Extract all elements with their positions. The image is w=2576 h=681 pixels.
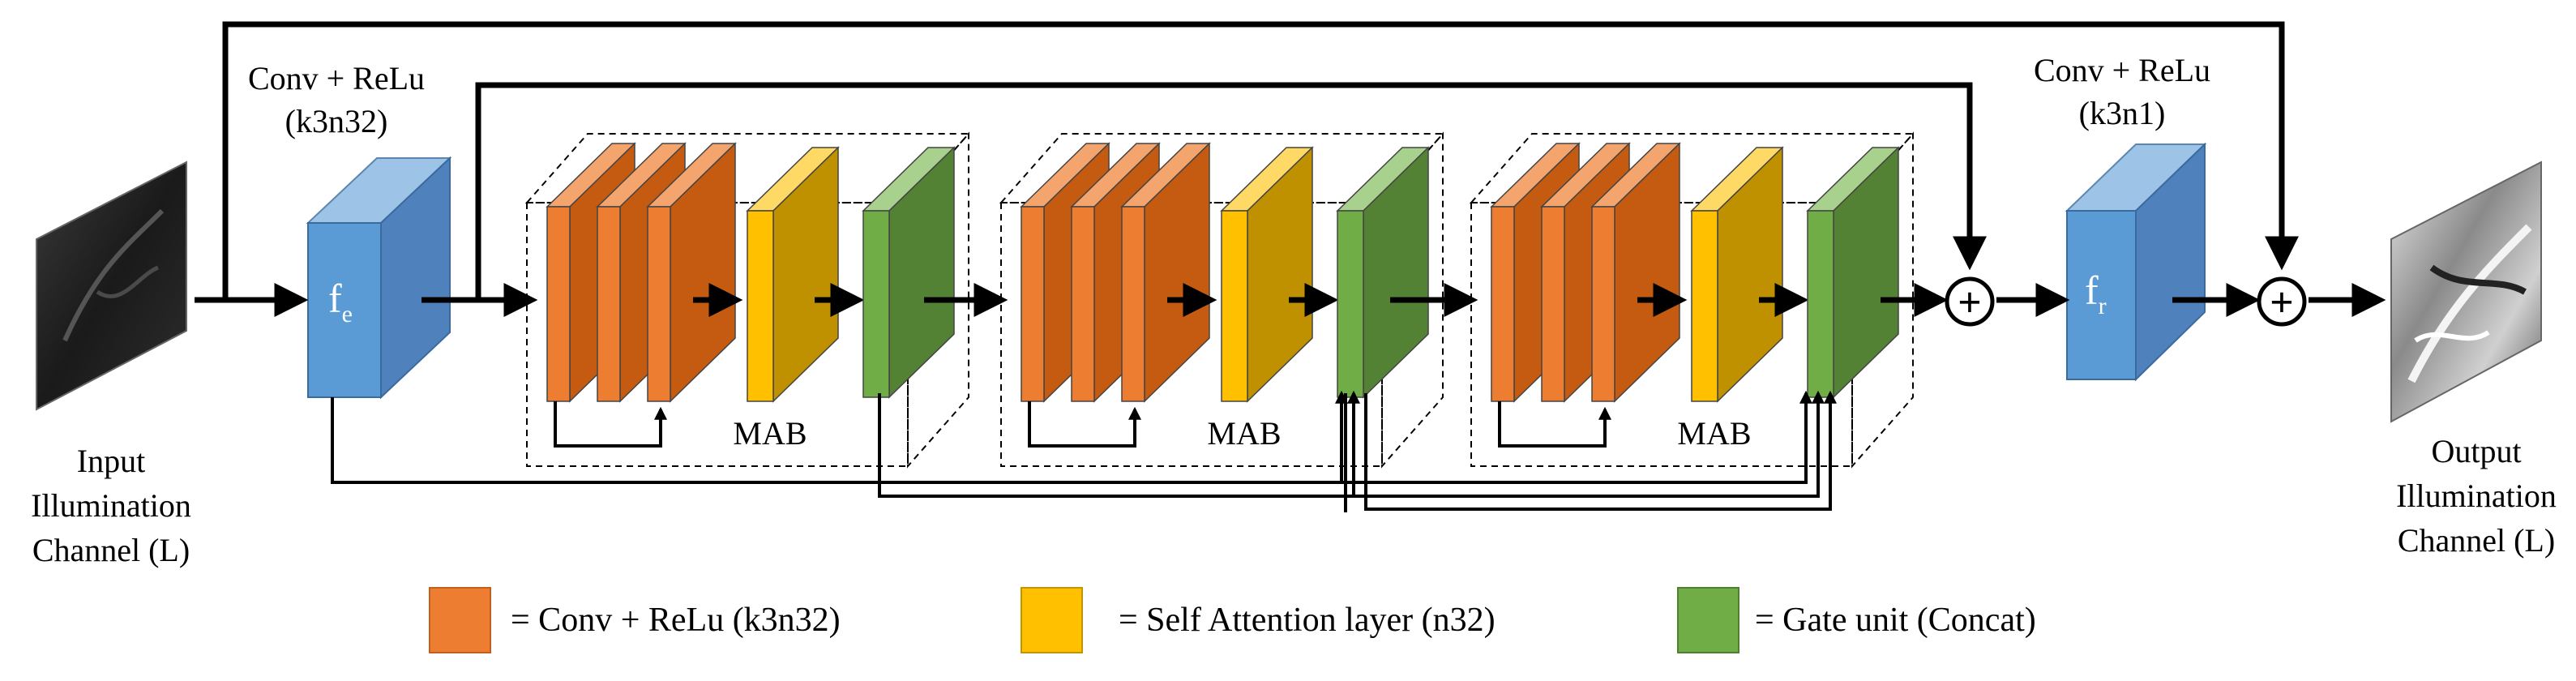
conv-tail-block [2065,142,2207,382]
output-image [2390,161,2542,423]
legend-swatch-attention [1021,587,1083,653]
attention-layer [1690,146,1784,403]
gate-layer [1336,146,1430,399]
legend-swatch-conv [429,587,491,653]
conv-tail-title-line2: (k3n1) [2079,95,2166,131]
input-image [36,161,187,411]
mab-label: MAB [1207,415,1281,452]
legend-text-attention: = Self Attention layer (n32) [1119,602,1496,639]
svg-text:+: + [2270,280,2294,326]
attention-layer [1220,146,1314,403]
global-skip-connection [222,21,2299,300]
legend-text-gate: = Gate unit (Concat) [1755,602,2036,639]
feature-skip-connection [475,82,1987,300]
conv-head-block [306,156,452,400]
gate-feedback-connections [331,390,1837,512]
output-label-line3: Channel (L) [2398,522,2555,559]
conv-layer [1590,142,1681,403]
conv-head-title-line2: (k3n32) [285,103,388,139]
legend: = Conv + ReLu (k3n32) = Self Attention l… [429,587,2036,653]
mab-label: MAB [1677,415,1751,452]
mab-block: MAB [524,131,971,469]
mab-block: MAB [999,131,1445,469]
residual-loop [1028,401,1141,448]
conv-head-symbol: fe [328,276,353,328]
attention-layer [746,146,840,403]
mab-layer: MAB MAB MAB [524,131,1915,469]
conv-layer [646,142,737,403]
legend-text-conv: = Conv + ReLu (k3n32) [511,602,841,639]
conv-tail-title-line1: Conv + ReLu [2034,52,2210,88]
input-label-line1: Input [77,443,145,479]
output-label-line2: Illumination [2396,478,2557,514]
conv-head-title-line1: Conv + ReLu [248,60,425,96]
svg-text:+: + [1958,280,1982,326]
gate-layer [1806,146,1900,399]
legend-swatch-gate [1677,587,1739,653]
gate-layer [862,146,956,399]
residual-loop [554,401,667,448]
residual-loop [1498,401,1611,448]
output-label-line1: Output [2431,433,2521,469]
input-label-line3: Channel (L) [32,532,190,568]
conv-layer [1120,142,1211,403]
mab-label: MAB [733,415,807,452]
conv-tail-symbol: fr [2085,268,2107,319]
input-label-line2: Illumination [31,487,191,524]
mab-block: MAB [1469,131,1915,469]
sum-node-2: + [2257,276,2307,327]
sum-node-1: + [1945,276,1995,327]
